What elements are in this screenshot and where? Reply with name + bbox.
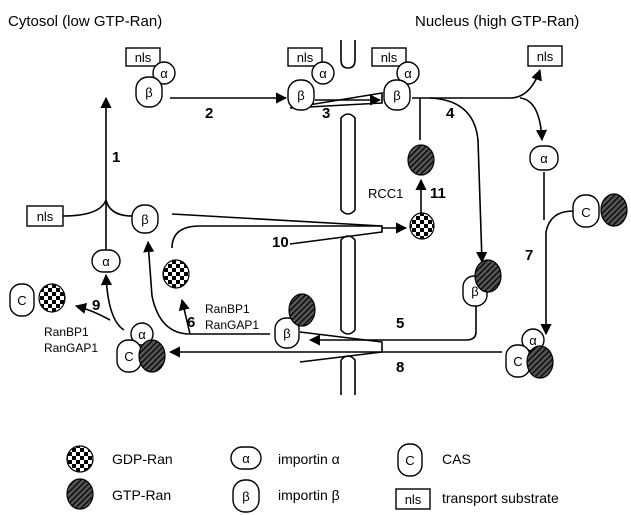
gtp-ran-rcc1 xyxy=(407,144,435,176)
importin-beta xyxy=(131,204,159,234)
beta-gtpran-nucleus: β xyxy=(462,259,502,307)
legend-cas-label: CAS xyxy=(442,451,471,467)
gdp-ran-cytosol xyxy=(162,259,190,289)
cas-gdpran-released: C xyxy=(9,283,66,317)
svg-text:β: β xyxy=(393,88,400,103)
svg-text:nls: nls xyxy=(405,492,422,507)
pore-funnel-bottom xyxy=(299,331,383,363)
arrow-step-4-beta xyxy=(429,97,488,264)
ranbp1-label-9: RanBP1 xyxy=(44,325,89,339)
legend: GDP-Ran GTP-Ran α importin α β importin … xyxy=(66,443,559,513)
svg-text:α: α xyxy=(138,327,146,342)
svg-text:β: β xyxy=(145,85,152,100)
arrow-step-6-ran xyxy=(178,298,191,335)
step-8-number: 8 xyxy=(396,359,404,376)
legend-nls-swatch xyxy=(395,488,431,510)
legend-gdp-ran-swatch xyxy=(66,445,94,473)
svg-text:β: β xyxy=(471,284,478,299)
import-complex-nucleus: nls α β xyxy=(371,47,420,111)
arrow-step-9-alpha xyxy=(100,273,125,331)
step-11-number: 11 xyxy=(430,185,446,202)
svg-text:α: α xyxy=(102,254,110,269)
svg-text:α: α xyxy=(319,66,327,81)
rcc1-label: RCC1 xyxy=(368,186,403,201)
step-1-import-assembly: nls β α 1 xyxy=(26,96,159,273)
arrow-step-1 xyxy=(62,96,112,217)
membrane-middle xyxy=(340,235,356,335)
svg-text:β: β xyxy=(242,489,249,504)
svg-text:α: α xyxy=(242,451,250,466)
rangap1-label-6: RanGAP1 xyxy=(205,318,259,332)
pore-funnel-mid xyxy=(171,213,383,245)
step-4-number: 4 xyxy=(446,105,455,122)
nucleus-header: Nucleus (high GTP-Ran) xyxy=(415,13,579,30)
membrane-bottom xyxy=(340,355,356,395)
svg-text:β: β xyxy=(141,212,148,227)
legend-gdp-ran-label: GDP-Ran xyxy=(112,451,173,467)
importin-alpha-nucleus xyxy=(529,145,559,171)
svg-text:C: C xyxy=(17,293,26,308)
step-1-number: 1 xyxy=(112,149,120,166)
svg-text:C: C xyxy=(124,349,133,364)
cas-gtpran-pair: C xyxy=(572,193,628,228)
legend-cas-swatch xyxy=(397,443,423,477)
step-5-number: 5 xyxy=(396,315,404,332)
legend-gtp-ran-swatch xyxy=(66,478,94,510)
import-complex-cytosol: nls α β xyxy=(125,47,176,108)
legend-beta-swatch xyxy=(232,479,260,513)
export-complex-nucleus: α C xyxy=(505,328,554,379)
step-10-number: 10 xyxy=(272,234,289,251)
arrow-step-7 xyxy=(540,210,574,336)
legend-transport-substrate-label: transport substrate xyxy=(442,490,559,506)
svg-text:C: C xyxy=(513,354,522,369)
ranbp1-label-6: RanBP1 xyxy=(205,302,250,316)
arrow-step-4-nls xyxy=(412,68,542,99)
membrane-top xyxy=(340,40,356,69)
rangap1-label-9: RanGAP1 xyxy=(44,341,98,355)
beta-gtpran-cytosol: β xyxy=(274,293,316,349)
import-complex-pore: nls α β xyxy=(287,47,335,111)
svg-text:α: α xyxy=(540,151,548,166)
arrow-step-5 xyxy=(308,306,477,346)
legend-importin-beta-label: importin β xyxy=(278,487,340,503)
legend-importin-alpha-label: importin α xyxy=(278,451,340,467)
svg-text:C: C xyxy=(405,453,414,468)
svg-text:C: C xyxy=(581,205,590,220)
step-9-number: 9 xyxy=(92,297,100,314)
svg-text:nls: nls xyxy=(297,50,314,65)
gdp-ran-nucleus xyxy=(409,212,435,240)
svg-text:nls: nls xyxy=(135,50,152,65)
svg-text:nls: nls xyxy=(381,50,398,65)
arrow-step-9-cas xyxy=(74,303,111,321)
legend-gtp-ran-label: GTP-Ran xyxy=(112,487,171,503)
svg-text:α: α xyxy=(529,333,537,348)
export-complex-cytosol: α C xyxy=(116,322,166,373)
cytosol-header: Cytosol (low GTP-Ran) xyxy=(8,13,162,30)
nls-label: nls xyxy=(37,209,54,224)
step-3-number: 3 xyxy=(322,105,330,122)
importin-alpha xyxy=(91,249,121,273)
legend-alpha-swatch xyxy=(230,446,262,470)
step-6-number: 6 xyxy=(187,314,195,331)
step-2-number: 2 xyxy=(205,105,213,122)
step-7-number: 7 xyxy=(525,247,533,264)
svg-text:α: α xyxy=(160,66,168,81)
svg-text:nls: nls xyxy=(537,49,554,64)
svg-text:β: β xyxy=(297,88,304,103)
membrane-upper xyxy=(340,113,356,215)
arrow-step-4-alpha xyxy=(519,97,548,142)
svg-text:β: β xyxy=(283,326,290,341)
svg-text:α: α xyxy=(404,66,412,81)
nls-released xyxy=(527,45,563,67)
